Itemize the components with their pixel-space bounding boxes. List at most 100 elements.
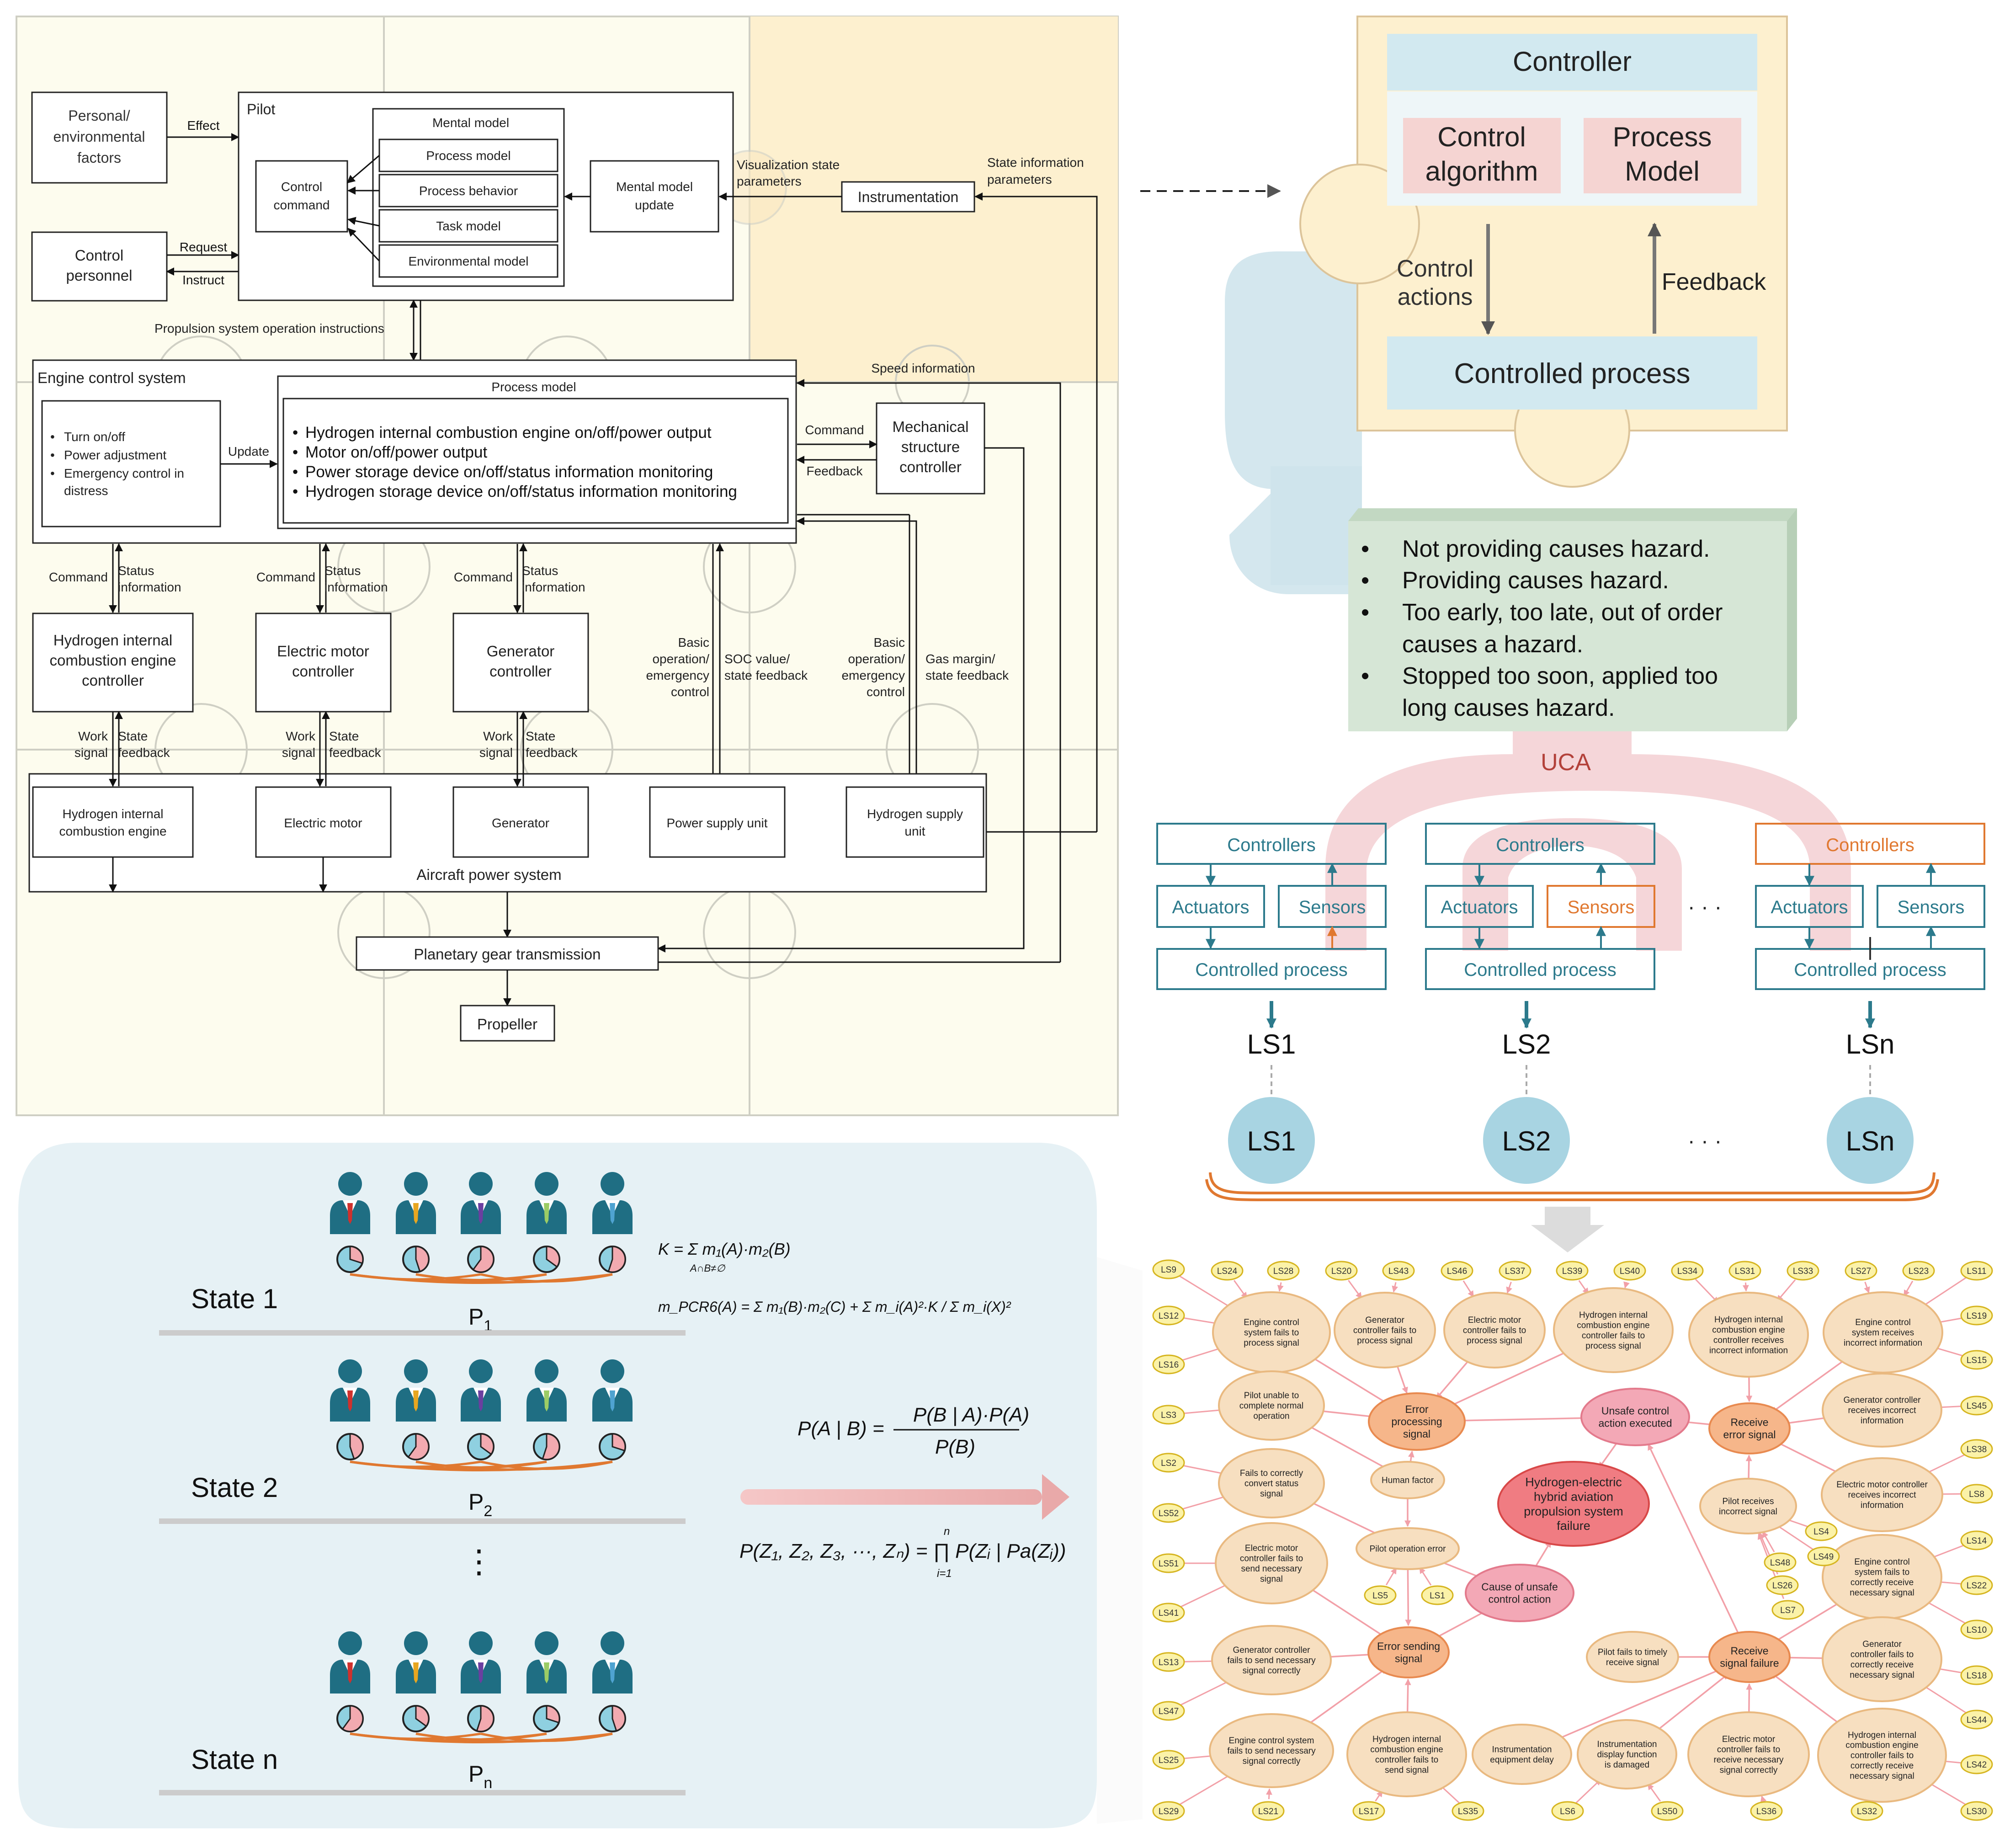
hice-fails-process-node-line: process signal: [1585, 1341, 1641, 1351]
ls-node-shape: [1152, 1354, 1185, 1374]
expert-head: [404, 1359, 428, 1383]
control-actions-2: actions: [1398, 284, 1473, 310]
em-fails-process-node-line: Electric motor: [1468, 1315, 1521, 1325]
error-sending-node-line: Error sending: [1377, 1640, 1440, 1652]
network-center-node-line: propulsion system: [1524, 1504, 1623, 1518]
expert-pie-slice: [415, 1246, 430, 1273]
pilot-op-error-node-shape: [1356, 1527, 1460, 1570]
control-actions-1: Control: [1397, 256, 1473, 282]
em-fails-receive-node-line: signal correctly: [1720, 1765, 1778, 1775]
instr-damaged-node-shape: [1577, 1719, 1677, 1789]
personal-factors-2: environmental: [53, 128, 145, 145]
ls-edge: [1462, 1280, 1474, 1298]
cmd-label-3: Command: [454, 570, 513, 584]
expert-tie: [544, 1390, 549, 1411]
hice-fails-process-node-line: Hydrogen internal: [1579, 1310, 1648, 1320]
status-1a: Status: [118, 564, 154, 578]
ecs-action-4: distress: [64, 484, 108, 498]
node-edge: [1533, 1540, 1552, 1569]
hice-incorrect-node-line: combustion engine: [1712, 1325, 1785, 1335]
pm-task-model: Task model: [436, 219, 501, 233]
error-processing-node-line: signal: [1403, 1428, 1430, 1440]
status-2b: information: [324, 580, 388, 594]
expert-head: [601, 1631, 624, 1655]
fails-convert-node-line: signal: [1260, 1489, 1283, 1499]
em-fails-send-node-shape: [1215, 1522, 1328, 1604]
ls-node-label: LS17: [1359, 1807, 1379, 1816]
gen-fails-process-node-line: Generator: [1365, 1315, 1404, 1325]
ls-node-ls35: LS35: [1452, 1801, 1484, 1821]
pilot-op-error-node: Pilot operation error: [1356, 1527, 1460, 1570]
state-info-1: State information: [987, 155, 1084, 170]
control-command-1: Control: [281, 180, 322, 194]
instruct-label: Instruct: [182, 273, 224, 287]
vis-state-1: Visualization state: [737, 158, 840, 172]
expert-tie: [347, 1203, 353, 1224]
work-3b: signal: [479, 746, 513, 760]
instrumentation-label: Instrumentation: [858, 189, 959, 205]
expert-tie: [413, 1390, 419, 1411]
ls-node-label: LS29: [1159, 1807, 1179, 1816]
cmd-label-2: Command: [256, 570, 315, 584]
ls-node-label: LS38: [1967, 1445, 1987, 1454]
ecs-action-2: Power adjustment: [64, 448, 166, 462]
ls-node-shape: [1960, 1710, 1993, 1730]
ls-node-shape: [1960, 1801, 1993, 1821]
personal-factors-3: factors: [77, 149, 121, 166]
basic-op-1b: operation/: [652, 652, 709, 666]
hice-incorrect-node-line: incorrect information: [1709, 1346, 1788, 1355]
pm-process-model: Process model: [426, 149, 510, 163]
expert-pie-slice: [407, 1433, 430, 1460]
ls-circle-1: LS1: [1247, 1126, 1296, 1156]
sf-3a: State: [526, 729, 555, 743]
ls-node-ls29: LS29: [1152, 1801, 1185, 1821]
gen-incorrect-node-line: information: [1861, 1416, 1904, 1426]
ls-node-ls39: LS39: [1556, 1261, 1589, 1281]
node-edge: [1647, 1443, 1739, 1635]
ls-node-shape: [1325, 1261, 1358, 1281]
hazard-2: Providing causes hazard.: [1402, 567, 1669, 594]
ls-circle-n: LSn: [1846, 1126, 1895, 1156]
ls-node-label: LS37: [1505, 1267, 1525, 1276]
node-edge: [1302, 1497, 1388, 1540]
ls-node-shape: [1152, 1603, 1185, 1623]
loops-dots: · · ·: [1688, 895, 1722, 919]
em-fails-receive-node-shape: [1687, 1711, 1810, 1797]
node-edge: [1445, 1414, 1606, 1422]
ls-node-shape: [1728, 1261, 1761, 1281]
expert-pie-slice: [341, 1705, 364, 1732]
mech-command-label: Command: [805, 423, 864, 437]
ls-node-ls23: LS23: [1902, 1261, 1935, 1281]
ls-node-shape: [1960, 1530, 1993, 1550]
gen-fails-receive-node-shape: [1822, 1616, 1942, 1702]
ls-node-label: LS19: [1967, 1311, 1987, 1321]
ls-node-ls14: LS14: [1960, 1530, 1993, 1550]
svg-text:•: •: [50, 430, 55, 444]
ls-node-label: LS49: [1813, 1552, 1834, 1562]
ls-edge: [1695, 1278, 1719, 1304]
ls-node-ls1: LS1: [1421, 1585, 1454, 1605]
ls-node-label: LS32: [1857, 1807, 1877, 1816]
ls-node-label: LS31: [1735, 1267, 1755, 1276]
em-incorrect-node-line: information: [1861, 1501, 1904, 1510]
network-center-node-line: failure: [1557, 1519, 1590, 1533]
network-center-node-shape: [1497, 1461, 1650, 1547]
vis-state-2: parameters: [737, 174, 802, 188]
loops-panel: Controllers Actuators Sensors Controlled…: [1156, 823, 1985, 1252]
receive-failure-node-shape: [1708, 1631, 1791, 1683]
ls-node-shape: [1499, 1261, 1531, 1281]
sf-3b: feedback: [526, 746, 578, 760]
ls-node-shape: [1960, 1754, 1993, 1774]
mm-update-1: Mental model: [616, 180, 693, 194]
mech-feedback-label: Feedback: [807, 464, 863, 478]
